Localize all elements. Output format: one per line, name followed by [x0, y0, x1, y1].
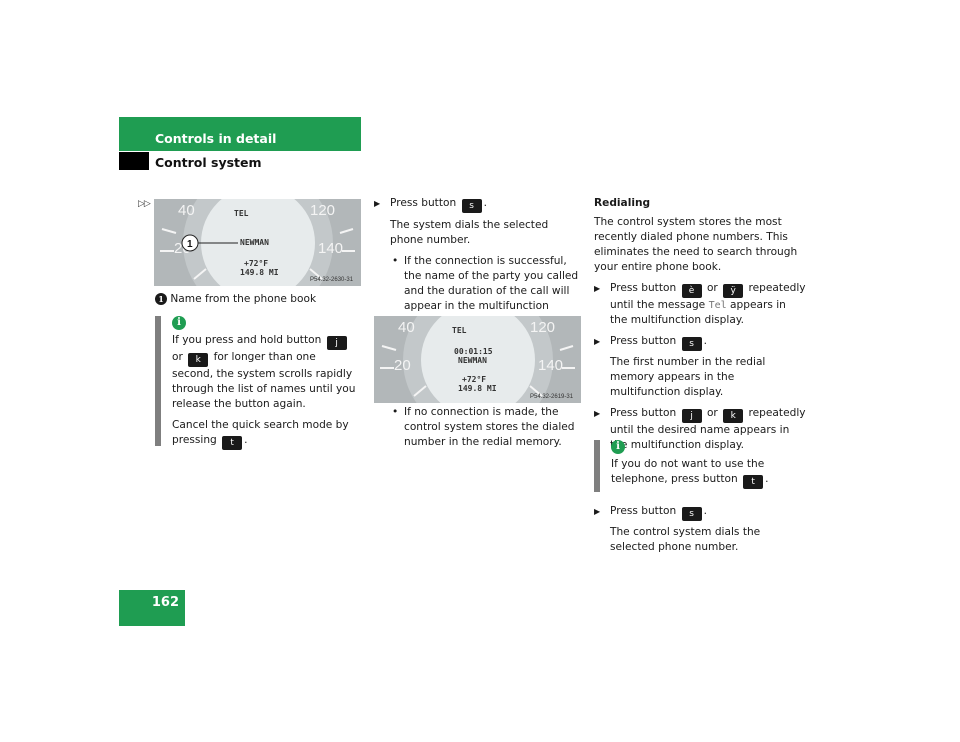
display-line: TEL — [452, 326, 467, 335]
step-description: The control system dials the selected ph… — [610, 526, 761, 553]
step: ▶ Press button s. — [594, 505, 707, 521]
step-description: The system dials the selected phone numb… — [390, 219, 549, 246]
step: ▶ Press button s. — [374, 197, 487, 213]
step: ▶ Press button j or k repeatedly until t… — [594, 407, 806, 451]
step-marker-icon: ▶ — [374, 199, 381, 208]
scroll-up-button-icon: k — [188, 353, 209, 367]
intro-paragraph: The control system stores the most recen… — [594, 216, 798, 273]
gauge-number: 120 — [310, 202, 335, 219]
bullet-icon: • — [392, 406, 399, 418]
info-box-quick-search: i If you press and hold button j or k fo… — [155, 316, 360, 450]
subsection-title: Control system — [155, 155, 262, 170]
info-box-telephone: i If you do not want to use the telephon… — [594, 440, 806, 492]
gauge-number: 120 — [530, 319, 555, 336]
step: ▶ Press button s. — [594, 335, 707, 351]
display-line: NEWMAN — [240, 238, 269, 247]
display-line: +72°F — [462, 375, 486, 384]
legend-number-icon: 1 — [155, 293, 167, 305]
figure-code: P54.32-2630-31 — [310, 277, 354, 283]
gauge-number: 140 — [318, 240, 343, 257]
gauge-number: 140 — [538, 357, 563, 374]
end-call-button-icon: t — [743, 475, 764, 489]
bullet-item: • If no connection is made, the control … — [392, 406, 575, 448]
step-marker-icon: ▶ — [594, 507, 601, 516]
callout-number: 1 — [187, 239, 193, 250]
page-number: 162 — [151, 595, 179, 610]
instrument-cluster-figure-2: 40 120 20 140 TEL 00:01:15 NEWMAN +72°F … — [374, 316, 581, 403]
scroll-down-button-icon: j — [326, 336, 347, 350]
column-2: ▶ Press button s. The system dials the s… — [374, 196, 580, 329]
page-next-button-icon: ÿ — [723, 284, 744, 298]
gauge-number: 40 — [398, 319, 415, 336]
send-button-icon: s — [461, 199, 482, 213]
display-line: 00:01:15 — [454, 347, 493, 356]
gauge-number: 20 — [394, 357, 411, 374]
scroll-up-button-icon: k — [723, 409, 744, 423]
step-marker-icon: ▶ — [594, 337, 601, 346]
display-line: 149.8 MI — [458, 384, 497, 393]
display-message: Tel — [708, 300, 727, 311]
section-header-bar: Controls in detail — [119, 117, 361, 151]
display-line: TEL — [234, 209, 249, 218]
page-number-box: 162 — [119, 590, 185, 626]
section-title: Controls in detail — [155, 131, 277, 146]
legend-item: 1 Name from the phone book — [155, 292, 316, 307]
column-3: Redialing The control system stores the … — [594, 196, 806, 459]
info-paragraph: Cancel the quick search mode by pressing… — [172, 419, 349, 450]
info-icon: i — [172, 316, 186, 330]
send-button-icon: s — [681, 507, 702, 521]
end-call-button-icon: t — [222, 436, 243, 450]
bullet-icon: • — [392, 255, 399, 267]
step-marker-icon: ▶ — [594, 409, 601, 418]
step-description: The first number in the redial memory ap… — [610, 356, 766, 398]
continued-marker: ▷▷ — [138, 199, 151, 209]
scroll-down-button-icon: j — [681, 409, 702, 423]
step: ▶ Press button è or ÿ repeatedly until t… — [594, 282, 806, 326]
column-2-continued: • If no connection is made, the control … — [374, 405, 580, 450]
subsection-marker — [119, 152, 149, 170]
gauge-number: 40 — [178, 202, 195, 219]
info-paragraph: If you do not want to use the telephone,… — [611, 458, 769, 489]
display-line: NEWMAN — [458, 356, 487, 365]
step-marker-icon: ▶ — [594, 284, 601, 293]
legend-text: Name from the phone book — [170, 293, 317, 305]
figure-code: P54.32-2619-31 — [530, 394, 574, 400]
send-button-icon: s — [681, 337, 702, 351]
display-line: +72°F — [244, 259, 268, 268]
page-prev-button-icon: è — [681, 284, 702, 298]
display-line: 149.8 MI — [240, 268, 279, 277]
instrument-cluster-figure-1: 40 120 20 140 TEL NEWMAN +72°F 149.8 MI … — [154, 199, 361, 286]
column-3-final-step: ▶ Press button s. The control system dia… — [594, 504, 806, 561]
section-heading: Redialing — [594, 197, 651, 209]
info-icon: i — [611, 440, 625, 454]
info-paragraph: If you press and hold button j or k for … — [172, 334, 356, 410]
